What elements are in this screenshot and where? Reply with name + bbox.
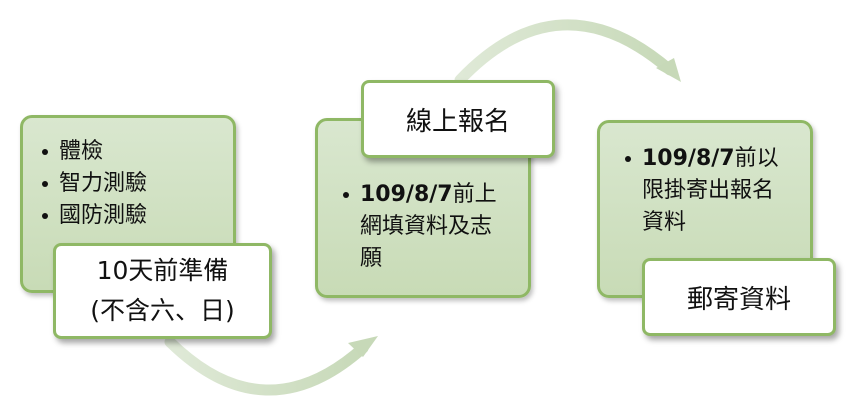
step3-title: 郵寄資料 [686, 284, 791, 315]
step2-deadline-date: 109/8/7 [360, 182, 453, 207]
step2-bullet-list: 109/8/7前上 網填資料及志 願 [338, 179, 520, 275]
step1-bullet-1: 體檢 [42, 136, 223, 168]
step1-bullet-3: 國防測驗 [42, 200, 223, 232]
step2-title-box: 線上報名 [361, 80, 555, 158]
step3-title-box: 郵寄資料 [642, 258, 836, 336]
step3-bullet-text3: 資料 [642, 210, 687, 235]
step3-bullet-text1: 前以 [734, 146, 779, 171]
step2-bullet-text1: 前上 [452, 182, 497, 207]
flow-arrow-lower [164, 336, 378, 396]
step3-bullet-text2: 限掛寄出報名 [642, 178, 775, 203]
step1-panel: 體檢 智力測驗 國防測驗 [20, 115, 236, 293]
step2-bullet: 109/8/7前上 網填資料及志 願 [343, 179, 520, 275]
step1-title-box: 10天前準備 (不含六、日) [53, 243, 272, 339]
step3-deadline-date: 109/8/7 [642, 146, 735, 171]
step3-bullet: 109/8/7前以 限掛寄出報名 資料 [625, 143, 802, 239]
step3-bullet-list: 109/8/7前以 限掛寄出報名 資料 [620, 143, 802, 239]
step2-title: 線上報名 [405, 106, 510, 137]
step1-bullet-2: 智力測驗 [42, 168, 223, 200]
step1-bullet-list: 體檢 智力測驗 國防測驗 [37, 136, 223, 232]
step2-bullet-text3: 願 [360, 246, 383, 271]
flow-arrow-upper [454, 19, 681, 86]
step1-title-line1: 10天前準備 [96, 256, 229, 285]
step2-bullet-text2: 網填資料及志 [360, 214, 493, 239]
step1-title-line2: (不含六、日) [90, 296, 235, 325]
